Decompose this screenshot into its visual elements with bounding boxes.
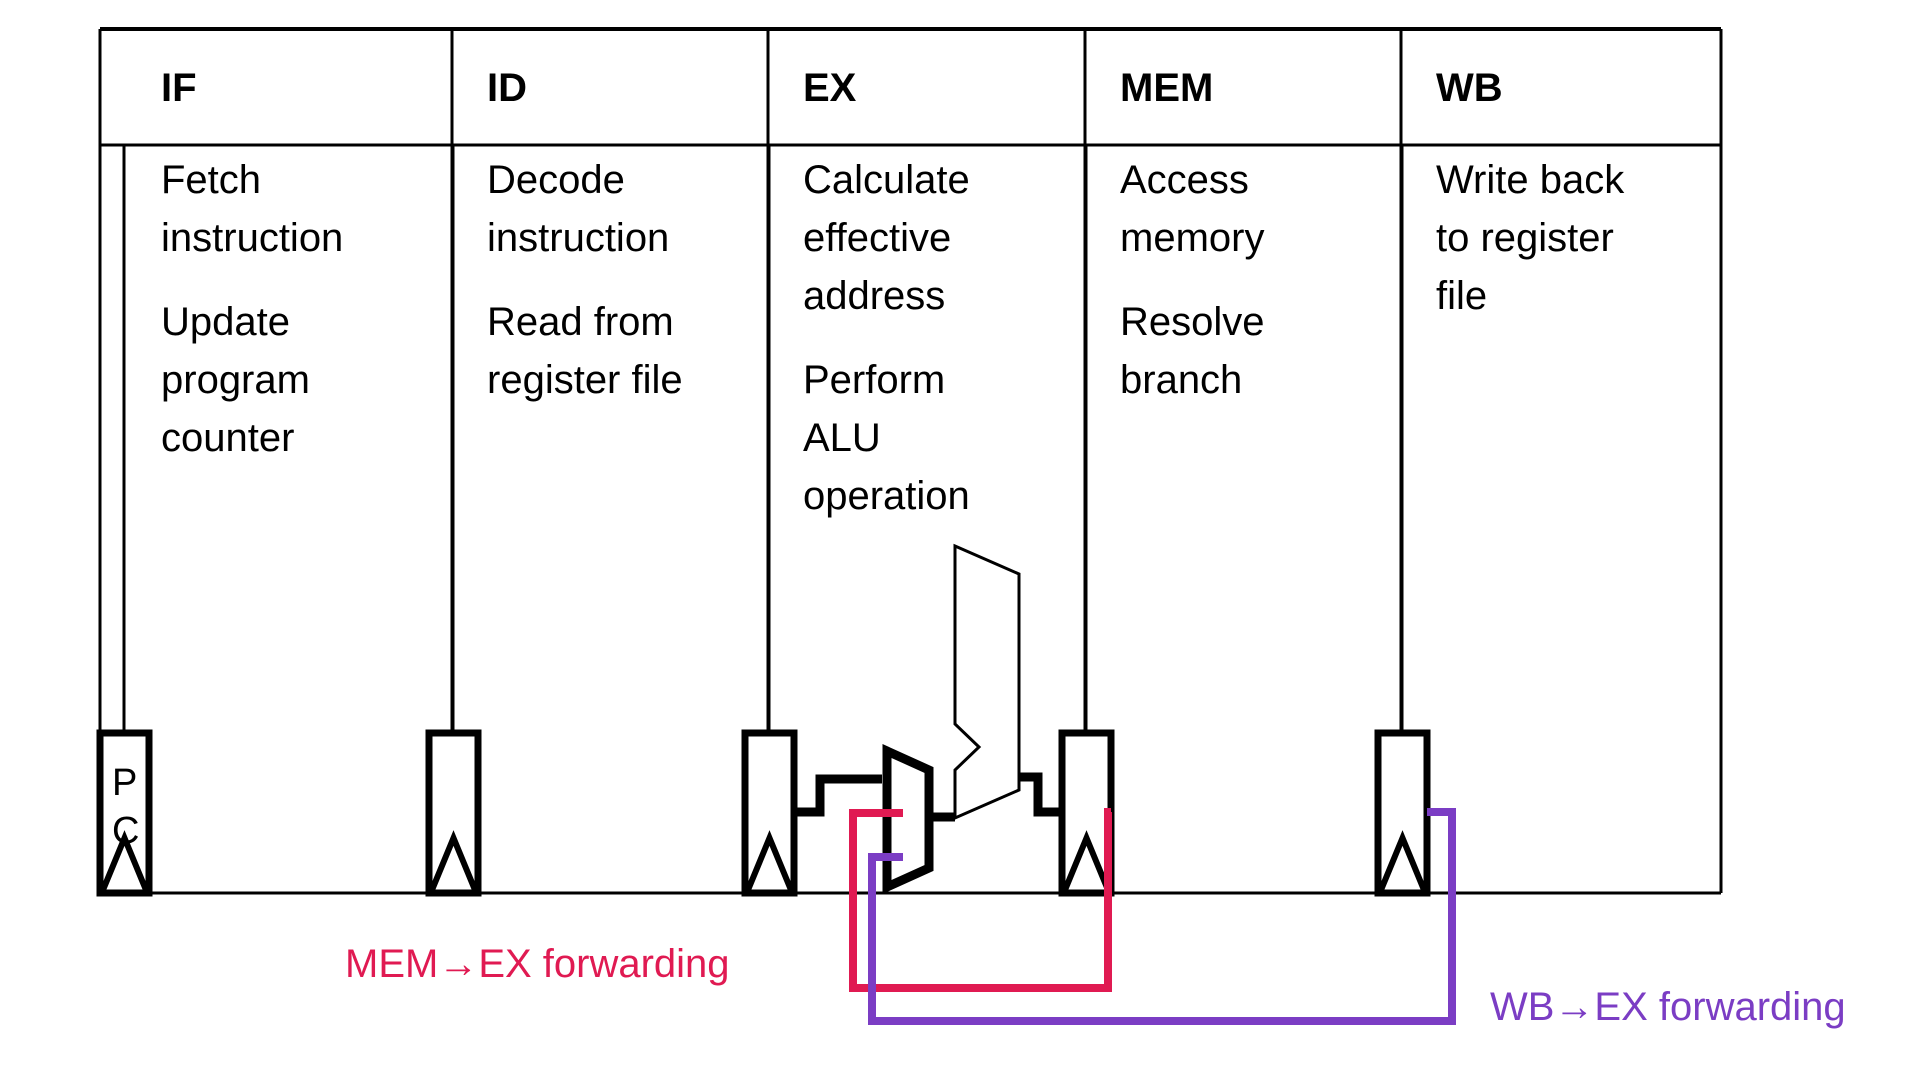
id-line-2: instruction [487, 216, 669, 260]
pc-label-line-1: P [112, 762, 137, 804]
column-body-wb: Write back to register file [1436, 158, 1625, 318]
column-body-id: Decode instruction Read from register fi… [487, 158, 683, 402]
alu [953, 543, 1021, 821]
wb-ex-forwarding-path [868, 808, 1456, 1025]
ex-line-2: effective [803, 216, 951, 260]
id-line-1: Decode [487, 158, 625, 202]
ex-line-5: ALU [803, 416, 881, 460]
ex-mem-register [1058, 729, 1115, 897]
mem-ex-forwarding-label: MEM→EX forwarding [345, 942, 730, 986]
id-line-4: register file [487, 358, 683, 402]
if-line-5: counter [161, 416, 294, 460]
column-body-if: Fetch instruction Update program counter [161, 158, 343, 460]
if-id-register [425, 729, 482, 897]
mem-wb-register [1374, 729, 1431, 897]
ex-line-1: Calculate [803, 158, 970, 202]
column-header-wb: WB [1436, 66, 1503, 110]
column-body-ex: Calculate effective address Perform ALU … [803, 158, 970, 518]
mem-line-3: Resolve [1120, 300, 1265, 344]
if-line-2: instruction [161, 216, 343, 260]
ex-line-4: Perform [803, 358, 945, 402]
if-line-1: Fetch [161, 158, 261, 202]
column-body-mem: Access memory Resolve branch [1120, 158, 1265, 402]
wb-line-3: file [1436, 274, 1487, 318]
ex-line-6: operation [803, 474, 970, 518]
wb-line-2: to register [1436, 216, 1614, 260]
forwarding-mux [882, 744, 934, 894]
pc-register: P C [96, 729, 153, 897]
column-header-id: ID [487, 66, 527, 110]
pc-label-line-2: C [112, 810, 139, 852]
mux-input-wires [794, 774, 882, 817]
mem-line-2: memory [1120, 216, 1264, 260]
mem-line-1: Access [1120, 158, 1249, 202]
wb-line-1: Write back [1436, 158, 1625, 202]
register-input-wires [122, 145, 1404, 733]
id-line-3: Read from [487, 300, 674, 344]
mem-line-4: branch [1120, 358, 1242, 402]
if-line-4: program [161, 358, 310, 402]
column-header-mem: MEM [1120, 66, 1213, 110]
ex-line-3: address [803, 274, 945, 318]
if-line-3: Update [161, 300, 290, 344]
column-header-ex: EX [803, 66, 857, 110]
mem-ex-forwarding-path [849, 808, 1112, 992]
wb-ex-forwarding-label: WB→EX forwarding [1490, 985, 1846, 1029]
column-header-if: IF [161, 66, 197, 110]
alu-output-wire [1019, 772, 1062, 817]
id-ex-register [741, 729, 798, 897]
